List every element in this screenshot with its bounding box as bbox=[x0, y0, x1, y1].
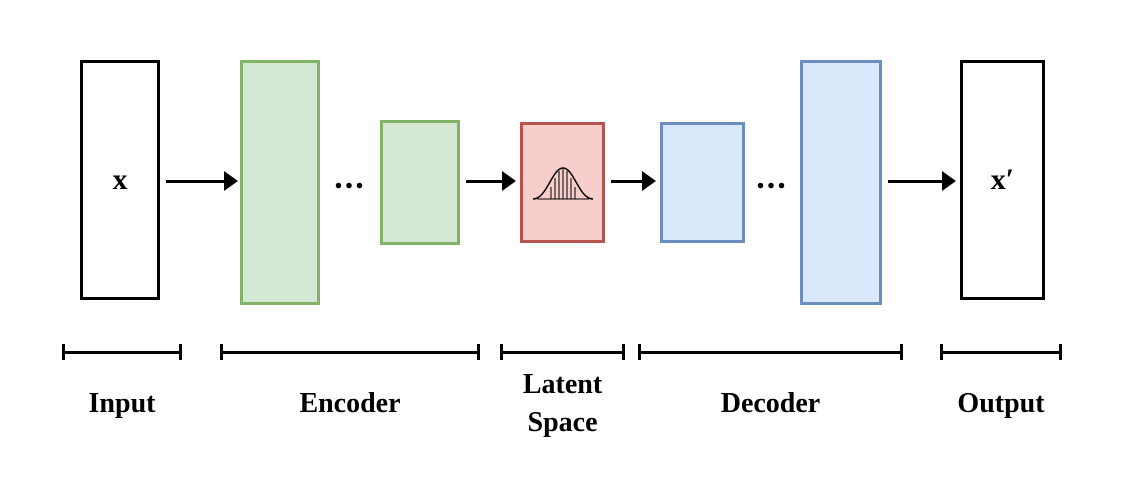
encoder-ellipsis: ... bbox=[334, 159, 366, 196]
bracket-bar bbox=[500, 350, 625, 354]
bracket-tick bbox=[900, 344, 903, 360]
bracket-tick bbox=[1059, 344, 1062, 360]
output-value-label: x′ bbox=[990, 163, 1015, 196]
latent-bracket bbox=[500, 344, 625, 360]
arrow-input-to-encoder bbox=[166, 171, 238, 191]
decoder-group-label: Decoder bbox=[720, 388, 821, 419]
encoder-bracket bbox=[220, 344, 480, 360]
encoder-layer-1 bbox=[240, 60, 320, 305]
arrow-head bbox=[224, 171, 238, 191]
bracket-bar bbox=[62, 350, 182, 354]
input-value-label: x bbox=[112, 163, 128, 196]
bracket-tick bbox=[622, 344, 625, 360]
output-box: x′ bbox=[960, 60, 1045, 300]
arrow-head bbox=[642, 171, 656, 191]
decoder-ellipsis: ... bbox=[756, 159, 788, 196]
bracket-bar bbox=[940, 350, 1062, 354]
arrow-shaft bbox=[888, 179, 944, 183]
decoder-layer-1 bbox=[660, 122, 745, 243]
arrow-shaft bbox=[611, 179, 644, 183]
arrow-decoder-to-output bbox=[888, 171, 956, 191]
arrow-head bbox=[502, 171, 516, 191]
latent-group-label: Latent Space bbox=[522, 369, 603, 438]
bracket-tick bbox=[477, 344, 480, 360]
arrow-encoder-to-latent bbox=[466, 171, 516, 191]
bracket-tick bbox=[179, 344, 182, 360]
output-group-label: Output bbox=[957, 388, 1045, 419]
output-bracket bbox=[940, 344, 1062, 360]
latent-space-box bbox=[520, 122, 605, 243]
decoder-bracket bbox=[638, 344, 903, 360]
decoder-layer-2 bbox=[800, 60, 882, 305]
input-box: x bbox=[80, 60, 160, 300]
gaussian-distribution-icon bbox=[532, 166, 593, 200]
arrow-latent-to-decoder bbox=[611, 171, 656, 191]
encoder-group-label: Encoder bbox=[299, 388, 401, 419]
encoder-layer-2 bbox=[380, 120, 460, 245]
input-group-label: Input bbox=[88, 388, 156, 419]
bracket-bar bbox=[220, 350, 480, 354]
input-bracket bbox=[62, 344, 182, 360]
bracket-bar bbox=[638, 350, 903, 354]
arrow-head bbox=[942, 171, 956, 191]
arrow-shaft bbox=[166, 179, 226, 183]
arrow-shaft bbox=[466, 179, 504, 183]
